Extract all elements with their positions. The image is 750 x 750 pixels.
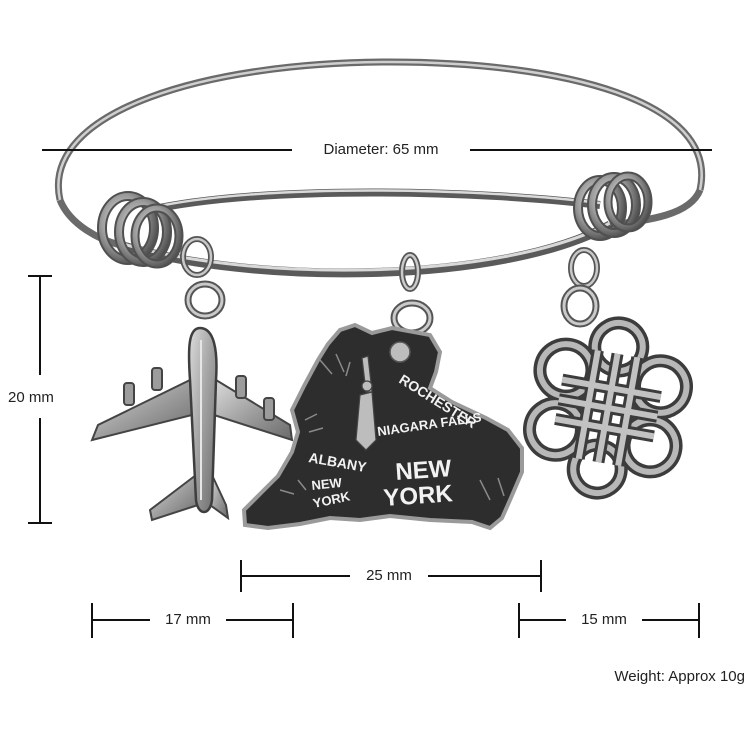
celtic-knot-charm [523, 247, 693, 500]
plane-width-label: 17 mm [165, 611, 211, 628]
knot-width-label: 15 mm [581, 611, 627, 628]
height-label: 20 mm [8, 389, 54, 406]
diameter-label: Diameter: 65 mm [323, 141, 438, 158]
airplane-charm [90, 236, 294, 522]
height-dimension [28, 275, 52, 524]
bangle-left-coil [97, 191, 184, 269]
weight-label: Weight: Approx 10g [614, 668, 745, 685]
new-york-map-charm: ROCHESTER NIAGARA FALLS ALBANY NEW YORK … [241, 252, 524, 531]
engraving-new-large: NEW [395, 455, 453, 486]
engraving-york-large: YORK [383, 480, 455, 512]
map-width-dimension [240, 560, 542, 592]
bangle [54, 58, 706, 278]
knot-width-dimension [518, 603, 700, 638]
map-width-label: 25 mm [366, 567, 412, 584]
plane-width-dimension [91, 603, 294, 638]
engraving-new-small: NEW [311, 475, 343, 493]
bangle-right-coil [573, 171, 653, 241]
